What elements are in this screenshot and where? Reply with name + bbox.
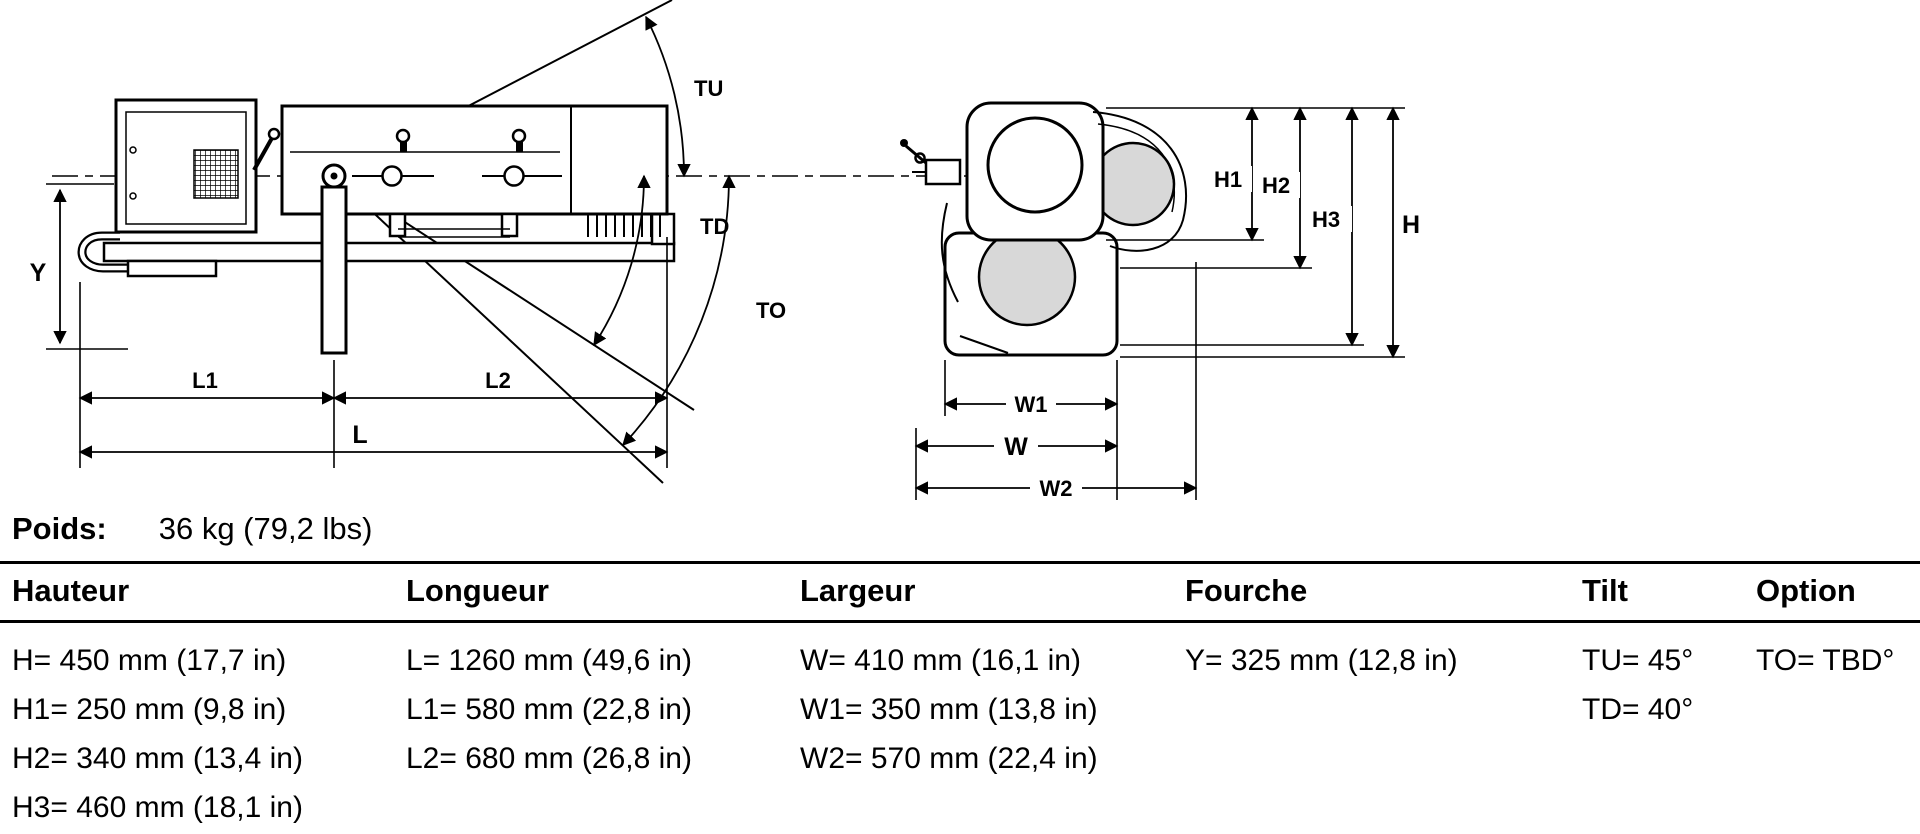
screw — [516, 140, 523, 152]
handle-tube-inner — [79, 233, 212, 271]
weight-value: 36 kg (79,2 lbs) — [158, 511, 373, 546]
col-hauteur: H= 450 mm (17,7 in) H1= 250 mm (9,8 in) … — [12, 636, 406, 832]
screw-head — [395, 128, 411, 144]
spec-value-h2: H2= 340 mm (13,4 in) — [12, 742, 303, 775]
label-w1: W1 — [1015, 392, 1048, 417]
spec-value-y: Y= 325 mm (12,8 in) — [1185, 644, 1458, 677]
vent-comb — [587, 214, 661, 237]
spec-value-h3: H3= 460 mm (18,1 in) — [12, 791, 303, 824]
label-h: H — [1402, 211, 1420, 239]
col-header-tilt: Tilt — [1582, 573, 1628, 608]
spec-value-to: TO= TBD° — [1756, 644, 1895, 677]
col-option: TO= TBD° — [1756, 636, 1920, 832]
frame-bracket — [650, 212, 676, 246]
col-header-hauteur: Hauteur — [12, 573, 130, 608]
hitch-lever — [905, 144, 927, 165]
fan-opening — [986, 116, 1084, 214]
tilt-option-line — [333, 175, 664, 484]
label-to: TO — [756, 298, 786, 323]
col-header-option: Option — [1756, 573, 1856, 608]
spec-value-tu: TU= 45° — [1582, 644, 1694, 677]
col-largeur: W= 410 mm (16,1 in) W1= 350 mm (13,8 in)… — [800, 636, 1185, 832]
screw-head — [511, 128, 527, 144]
machine-front-view — [900, 101, 1188, 357]
lever-knob — [267, 127, 281, 141]
col-tilt: TU= 45° TD= 40° — [1582, 636, 1756, 832]
label-w: W — [1004, 433, 1028, 461]
spec-value-w: W= 410 mm (16,1 in) — [800, 644, 1081, 677]
grille — [193, 149, 239, 199]
spec-value-w1: W1= 350 mm (13,8 in) — [800, 693, 1098, 726]
spec-table-header: Hauteur Longueur Largeur Fourche Tilt Op… — [0, 561, 1920, 623]
machine-side-view — [52, 0, 978, 484]
spec-value-w2: W2= 570 mm (22,4 in) — [800, 742, 1098, 775]
blower-panel — [125, 111, 247, 225]
mast-post — [320, 185, 348, 355]
spec-value-l1: L1= 580 mm (22,8 in) — [406, 693, 692, 726]
weight-row: Poids: 36 kg (79,2 lbs) — [0, 505, 1920, 547]
label-td: TD — [700, 214, 729, 239]
label-w2: W2 — [1040, 476, 1073, 501]
col-header-longueur: Longueur — [406, 573, 549, 608]
clamp — [500, 212, 519, 238]
arc-tu — [645, 15, 691, 178]
col-header-fourche: Fourche — [1185, 573, 1308, 608]
frame-rail — [102, 241, 676, 263]
label-h2: H2 — [1262, 173, 1290, 198]
clamp — [388, 212, 407, 238]
hitch-strut — [940, 202, 959, 303]
spec-value-l: L= 1260 mm (49,6 in) — [406, 644, 692, 677]
spec-value-h: H= 450 mm (17,7 in) — [12, 644, 287, 677]
label-l2: L2 — [485, 368, 511, 393]
hitch-block — [924, 158, 962, 186]
label-tu: TU — [694, 76, 723, 101]
lower-drum — [977, 227, 1077, 327]
label-h3: H3 — [1312, 207, 1340, 232]
front-view-dimensions: H1 H2 H3 H W1 W W2 — [914, 106, 1420, 501]
pivot-center — [330, 172, 338, 180]
guard-hook-inner — [1097, 123, 1176, 213]
col-header-largeur: Largeur — [800, 573, 916, 608]
hitch-lever-knob — [900, 139, 908, 147]
label-l: L — [352, 421, 367, 449]
spec-value-l2: L2= 680 mm (26,8 in) — [406, 742, 692, 775]
panel-screw — [129, 146, 137, 154]
label-y: Y — [30, 259, 47, 287]
spec-table: Hauteur Longueur Largeur Fourche Tilt Op… — [0, 561, 1920, 832]
spec-value-h1: H1= 250 mm (9,8 in) — [12, 693, 287, 726]
screw — [400, 140, 407, 152]
adjust-knob — [381, 165, 403, 187]
panel-screw — [129, 192, 137, 200]
label-l1: L1 — [192, 368, 218, 393]
guard-hook — [1092, 111, 1188, 252]
lever — [252, 137, 274, 171]
spec-value-td: TD= 40° — [1582, 693, 1694, 726]
weight-label: Poids: — [12, 511, 107, 546]
label-h1: H1 — [1214, 167, 1242, 192]
body-seam — [959, 335, 1009, 354]
col-fourche: Y= 325 mm (12,8 in) — [1185, 636, 1582, 832]
arc-to — [622, 174, 736, 446]
technical-drawing: TU TD TO Y L1 L2 L — [30, 0, 1420, 501]
frame-foot — [126, 259, 218, 278]
side-view-dimensions: TU TD TO Y L1 L2 L — [30, 15, 786, 468]
col-longueur: L= 1260 mm (49,6 in) L1= 580 mm (22,8 in… — [406, 636, 800, 832]
adjust-knob — [503, 165, 525, 187]
spec-table-body: H= 450 mm (17,7 in) H1= 250 mm (9,8 in) … — [0, 623, 1920, 832]
